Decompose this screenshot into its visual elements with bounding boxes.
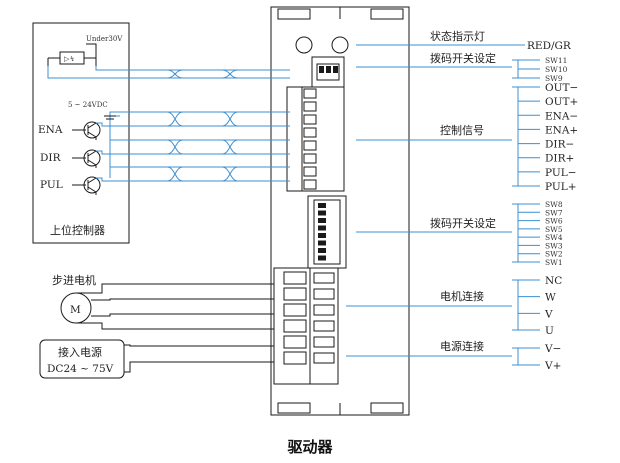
- motor-pin-name: V: [544, 308, 553, 320]
- control-signal-name: PUL+: [545, 181, 577, 193]
- dip-upper-label: 拨码开关设定: [430, 51, 496, 65]
- motor-pin-name: U: [545, 325, 554, 337]
- dip-bit: [318, 248, 326, 253]
- npn-transistor-icon: [83, 149, 101, 167]
- controller-wires: [47, 66, 290, 182]
- dip-bit: [318, 225, 326, 231]
- control-signal-label: 控制信号: [440, 123, 484, 137]
- driver-caption: 驱动器: [287, 438, 333, 456]
- power-motor-terminal-cell: [283, 351, 307, 365]
- motor-symbol: M: [70, 304, 81, 316]
- dip-switch-name: SW1: [545, 258, 563, 267]
- control-signal-name: ENA−: [545, 110, 578, 122]
- dip-bit: [318, 255, 326, 261]
- power-motor-terminal-screw: [313, 352, 335, 364]
- power-motor-terminal-screw: [313, 336, 335, 348]
- dip-switch-name: SW2: [545, 250, 563, 259]
- control-terminal-cell: [303, 101, 317, 112]
- dip-bit: [318, 210, 326, 216]
- power-motor-terminal-cell: [283, 303, 307, 317]
- power-conn-label: 电源连接: [440, 339, 484, 353]
- dip-switch-name: SW3: [545, 241, 563, 250]
- power-motor-terminal-screw: [313, 304, 335, 316]
- dip-switch-name: SW4: [545, 233, 563, 242]
- dip-switch-upper: [311, 56, 345, 88]
- dip-bit: [318, 218, 326, 223]
- control-signal-name: ENA+: [545, 124, 578, 136]
- status-led-green: [331, 36, 349, 54]
- dip-bit: [318, 203, 326, 208]
- dip-bit: [318, 233, 326, 238]
- control-signal-name: OUT−: [545, 82, 578, 94]
- input-dir: DIR: [40, 152, 62, 164]
- under30v-note: Under30V: [86, 35, 123, 43]
- dip-switch-lower: [307, 195, 347, 269]
- power-motor-terminal-cell: [283, 319, 307, 333]
- power-label-line2: DC24 ~ 75V: [47, 363, 114, 375]
- npn-transistor-icon: [83, 176, 101, 194]
- dip-upper-callout: 拨码开关设定 SW11 SW10 SW9: [356, 51, 568, 83]
- power-box: [39, 339, 125, 379]
- dip-switch-name: SW6: [545, 217, 563, 226]
- power-motor-terminal-block: [273, 267, 339, 385]
- control-signal-name: DIR−: [545, 139, 574, 151]
- status-led-callout: 状态指示灯 RED/GR: [356, 29, 572, 52]
- control-signal-name: OUT+: [545, 96, 578, 108]
- host-controller: 上位控制器 ▷↯ Under30V 5 ~ 24VDC ENA DIR PUL: [32, 22, 130, 244]
- supply-note: 5 ~ 24VDC: [68, 101, 108, 109]
- power-motor-terminal-screw: [313, 320, 335, 332]
- power-motor-terminal-screw: [313, 272, 335, 284]
- power-label-line1: 接入电源: [58, 345, 102, 359]
- power-motor-terminal-cell: [283, 335, 307, 349]
- control-terminal-cell: [303, 114, 317, 125]
- sw10-label: SW10: [545, 65, 568, 74]
- dip-switch-name: SW5: [545, 225, 563, 234]
- motor-pin-name: NC: [545, 275, 562, 287]
- input-pul: PUL: [40, 179, 63, 191]
- power-input: 接入电源 DC24 ~ 75V: [39, 339, 274, 379]
- power-motor-terminal-cell: [283, 287, 307, 301]
- power-conn-callout: 电源连接 V− V+: [346, 339, 561, 372]
- power-motor-terminal-cell: [283, 271, 307, 285]
- dip-bit: [318, 240, 326, 246]
- sw9-label: SW9: [545, 74, 563, 83]
- svg-text:▷↯: ▷↯: [64, 55, 75, 63]
- dip-lower-label: 拨码开关设定: [430, 216, 496, 230]
- power-pin-vminus: V−: [544, 343, 561, 355]
- status-led-label: 状态指示灯: [430, 29, 485, 43]
- status-led-value: RED/GR: [527, 40, 572, 52]
- power-motor-terminal-screw: [313, 288, 335, 300]
- control-terminal-cell: [303, 88, 317, 99]
- motor-conn-label: 电机连接: [440, 289, 484, 303]
- control-signal-name: PUL−: [545, 167, 577, 179]
- motor-conn-callout: 电机连接 NC WVU: [346, 275, 562, 337]
- control-terminal-cell: [303, 140, 317, 151]
- input-ena: ENA: [38, 124, 63, 136]
- motor-label: 步进电机: [52, 273, 96, 287]
- control-signal-callout: 控制信号 OUT− OUT+ ENA− ENA+ DIR− DIR+ PUL− PUL+: [356, 82, 578, 193]
- control-terminal-cell: [303, 127, 317, 138]
- dip-switch-name: SW7: [545, 208, 563, 217]
- control-signal-name: DIR+: [545, 153, 574, 165]
- control-terminal-block: [286, 86, 345, 192]
- sw11-label: SW11: [545, 56, 567, 65]
- control-terminal-cell: [303, 153, 317, 164]
- motor-pin-name: W: [545, 292, 556, 304]
- controller-title: 上位控制器: [50, 223, 105, 237]
- status-led-red: [295, 36, 313, 54]
- npn-transistor-icon: [83, 121, 101, 139]
- driver-body: [270, 6, 410, 416]
- power-pin-vplus: V+: [544, 360, 561, 372]
- dip-switch-name: SW8: [545, 200, 563, 209]
- control-terminal-cell: [303, 166, 317, 177]
- stepper-motor: 步进电机 M: [52, 273, 274, 330]
- control-terminal-cell: [303, 179, 317, 190]
